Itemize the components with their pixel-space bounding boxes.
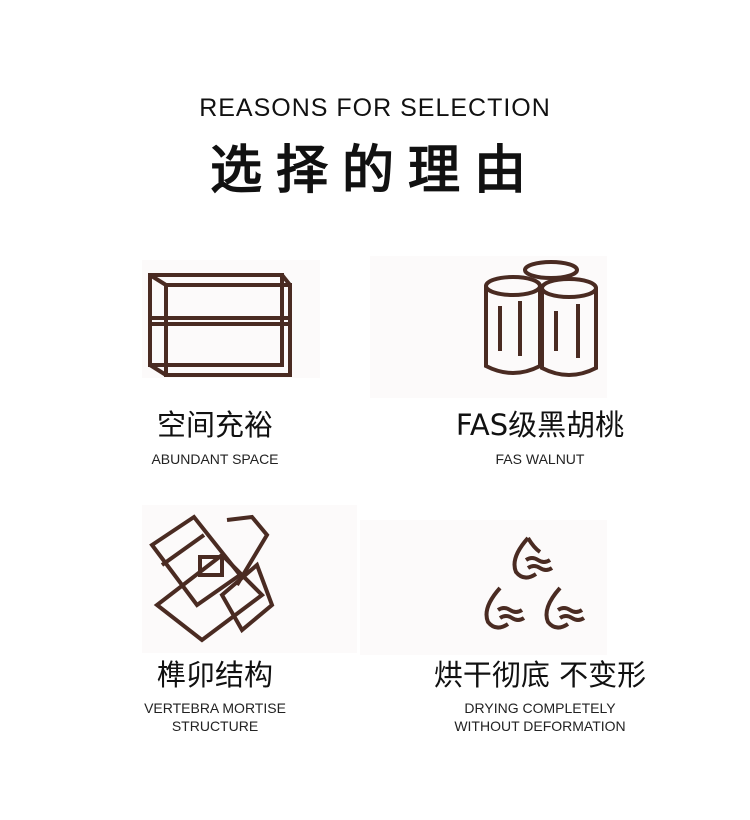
feature-subtitle: VERTEBRA MORTISE STRUCTURE bbox=[100, 699, 330, 735]
heading-cn: 选择的理由 bbox=[209, 141, 540, 201]
feature-subtitle: DRYING COMPLETELY WITHOUT DEFORMATION bbox=[410, 699, 670, 735]
wood-logs-icon bbox=[370, 256, 607, 398]
feature-subtitle: ABUNDANT SPACE bbox=[151, 451, 279, 467]
mortise-joint-icon bbox=[142, 505, 357, 653]
feature-subtitle: FAS WALNUT bbox=[495, 451, 585, 467]
feature-title: 烘干彻底 不变形 bbox=[433, 658, 647, 692]
feature-title: 榫卯结构 bbox=[156, 658, 273, 692]
feature-title: 空间充裕 bbox=[156, 408, 273, 442]
subtitle-line: DRYING COMPLETELY bbox=[464, 700, 616, 716]
water-drops-icon bbox=[360, 520, 607, 655]
cabinet-box-icon bbox=[142, 260, 320, 378]
subtitle-line: VERTEBRA MORTISE bbox=[144, 700, 286, 716]
feature-title: FAS级黑胡桃 bbox=[455, 408, 625, 442]
subtitle-line: STRUCTURE bbox=[171, 718, 259, 734]
heading-en: REASONS FOR SELECTION bbox=[199, 94, 551, 122]
subtitle-line: WITHOUT DEFORMATION bbox=[454, 718, 626, 734]
